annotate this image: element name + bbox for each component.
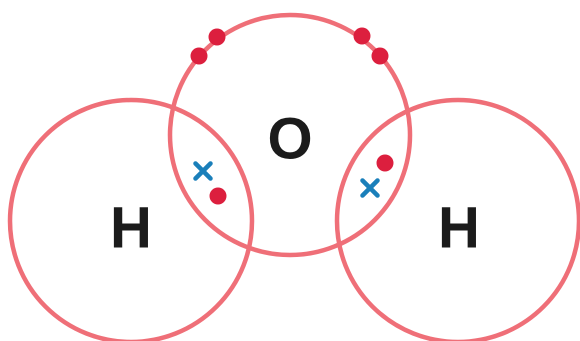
lone-pair-left-electron-1 — [208, 28, 226, 46]
lone-pair-right-electron-2 — [371, 47, 389, 65]
hydrogen-left-symbol: H — [110, 196, 152, 261]
hydrogen-right-shell — [334, 97, 580, 341]
hydrogen-left-shell — [7, 97, 255, 341]
hydrogen-right-symbol: H — [438, 196, 480, 261]
lone-pair-right-electron-1 — [353, 27, 371, 45]
oxygen-shell — [167, 12, 413, 258]
shared-pair-left-oxygen-electron — [209, 187, 227, 205]
shared-pair-left-hydrogen-electron — [193, 161, 213, 181]
shared-pair-right-oxygen-electron — [376, 154, 394, 172]
oxygen-symbol: O — [267, 107, 312, 172]
lone-pair-left-electron-2 — [190, 47, 208, 65]
shared-pair-right-hydrogen-electron — [360, 178, 380, 198]
